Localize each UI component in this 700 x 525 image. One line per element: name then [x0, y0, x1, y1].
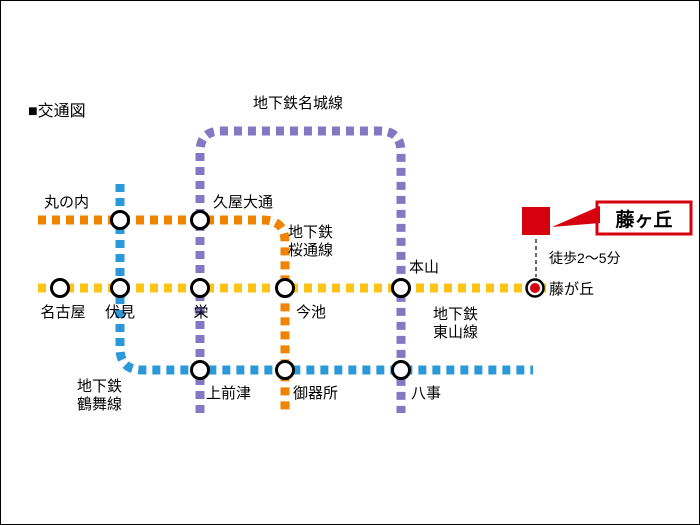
station-kamimaezu-label: 上前津 [206, 385, 251, 402]
higashiyama-line-label-1: 地下鉄 [433, 306, 478, 323]
station-marunouchi-circle [110, 210, 130, 230]
meijo-line-path [195, 126, 406, 413]
destination-label: 藤ヶ丘 [615, 208, 672, 231]
station-motoyama-circle [391, 278, 411, 298]
station-yagoto-label: 八事 [411, 385, 441, 402]
tsurumai-line-label-1: 地下鉄 [77, 378, 122, 395]
higashiyama-line-label-2: 東山線 [433, 324, 478, 341]
sakuradori-line-label-2: 桜通線 [288, 242, 333, 259]
station-hisaya-odori-circle [190, 210, 210, 230]
station-nagoya-label: 名古屋 [40, 304, 85, 321]
station-gokiso-label: 御器所 [293, 385, 338, 402]
sakuradori-line-label-1: 地下鉄 [288, 224, 333, 241]
station-motoyama-label: 本山 [409, 259, 439, 276]
callout-pointer-icon [552, 206, 600, 227]
station-fujigaoka-label: 藤が丘 [549, 281, 594, 298]
station-fushimi-label: 伏見 [105, 304, 135, 321]
destination-building-marker [522, 207, 550, 235]
station-gokiso-circle [275, 360, 295, 380]
sakuradori-line-path [38, 215, 290, 413]
station-nagoya-circle [50, 278, 70, 298]
station-sakae-label: 栄 [193, 304, 208, 321]
station-fujigaoka-dot [530, 283, 540, 293]
station-marunouchi-label: 丸の内 [44, 194, 89, 211]
station-hisaya-odori-label: 久屋大通 [213, 194, 273, 211]
station-yagoto-circle [391, 360, 411, 380]
station-imaike-circle [275, 278, 295, 298]
station-sakae-circle [190, 278, 210, 298]
walk-time-label: 徒歩2〜5分 [549, 250, 621, 266]
station-fushimi-circle [110, 278, 130, 298]
tsurumai-line-path [115, 184, 533, 375]
meijo-line-label: 地下鉄名城線 [253, 95, 343, 112]
map-title: ■交通図 [28, 102, 86, 120]
station-kamimaezu-circle [190, 360, 210, 380]
tsurumai-line-label-2: 鶴舞線 [77, 396, 122, 413]
station-imaike-label: 今池 [296, 304, 326, 321]
